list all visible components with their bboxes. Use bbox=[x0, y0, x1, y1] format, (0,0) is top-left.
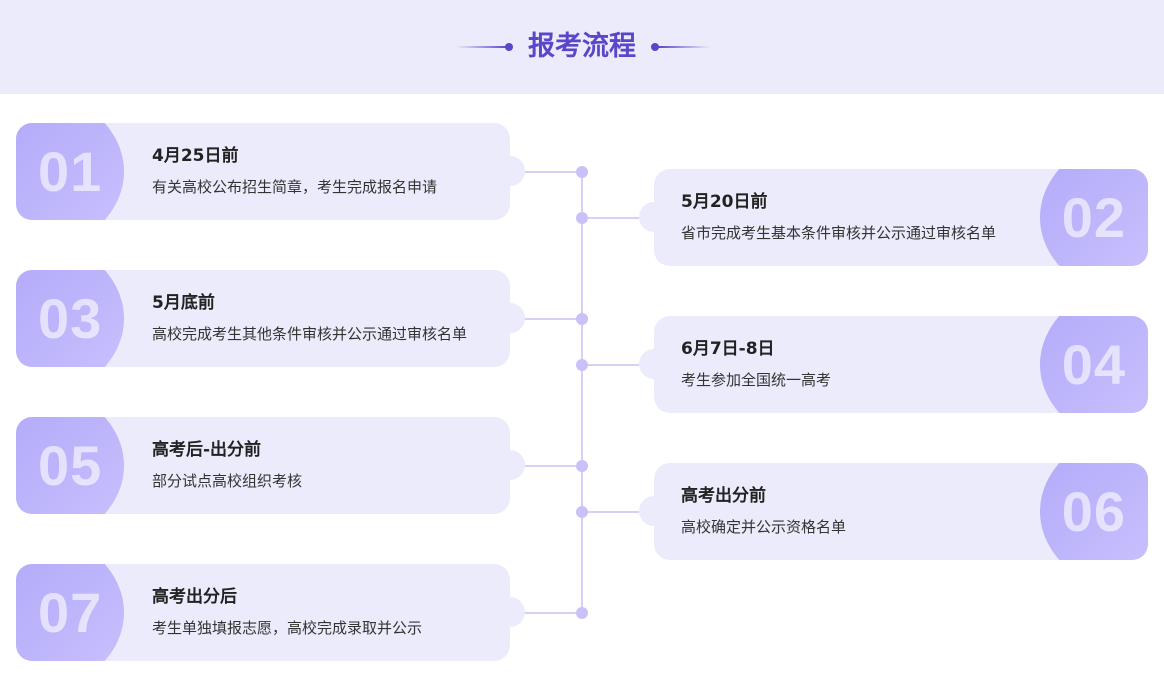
timeline-dot-01 bbox=[576, 166, 588, 178]
step-number-block: 06 bbox=[1040, 463, 1148, 560]
title-decoration-dot-left bbox=[505, 43, 513, 51]
timeline-dot-03 bbox=[576, 313, 588, 325]
title-decoration-right bbox=[658, 46, 710, 48]
step-number: 02 bbox=[1061, 186, 1126, 249]
step-description: 有关高校公布招生简章，考生完成报名申请 bbox=[152, 178, 438, 196]
connector-01 bbox=[510, 171, 582, 173]
step-card-05: 05 高考后-出分前 部分试点高校组织考核 bbox=[16, 417, 525, 514]
page-title: 报考流程 bbox=[528, 31, 636, 62]
step-description: 高校确定并公示资格名单 bbox=[681, 518, 847, 536]
step-number-block: 02 bbox=[1040, 169, 1148, 266]
card-tab bbox=[495, 303, 525, 333]
header-banner: 报考流程 bbox=[0, 0, 1164, 94]
timeline-dot-07 bbox=[576, 607, 588, 619]
timeline-axis bbox=[581, 172, 583, 613]
step-date: 高考后-出分前 bbox=[152, 440, 262, 460]
timeline-dot-05 bbox=[576, 460, 588, 472]
step-date: 高考出分前 bbox=[681, 486, 766, 506]
step-number-block: 01 bbox=[16, 123, 124, 220]
title-decoration-dot-right bbox=[651, 43, 659, 51]
step-number-block: 05 bbox=[16, 417, 124, 514]
connector-04 bbox=[582, 364, 654, 366]
step-card-02: 02 5月20日前 省市完成考生基本条件审核并公示通过审核名单 bbox=[639, 169, 1148, 266]
connector-07 bbox=[510, 612, 582, 614]
connector-06 bbox=[582, 511, 654, 513]
timeline-dot-06 bbox=[576, 506, 588, 518]
step-card-07: 07 高考出分后 考生单独填报志愿，高校完成录取并公示 bbox=[16, 564, 525, 661]
step-number: 03 bbox=[38, 287, 103, 350]
card-tab bbox=[639, 349, 669, 379]
step-date: 高考出分后 bbox=[152, 587, 237, 607]
step-description: 高校完成考生其他条件审核并公示通过审核名单 bbox=[152, 325, 468, 343]
step-number-block: 04 bbox=[1040, 316, 1148, 413]
step-description: 考生参加全国统一高考 bbox=[681, 371, 832, 389]
step-number: 01 bbox=[38, 140, 103, 203]
step-description: 考生单独填报志愿，高校完成录取并公示 bbox=[152, 619, 423, 637]
step-date: 5月底前 bbox=[152, 293, 215, 313]
step-card-04: 04 6月7日-8日 考生参加全国统一高考 bbox=[639, 316, 1148, 413]
step-number: 07 bbox=[38, 581, 103, 644]
step-date: 5月20日前 bbox=[681, 192, 768, 212]
step-description: 省市完成考生基本条件审核并公示通过审核名单 bbox=[681, 224, 997, 242]
step-number: 06 bbox=[1061, 480, 1126, 543]
step-date: 4月25日前 bbox=[152, 146, 239, 166]
card-tab bbox=[495, 597, 525, 627]
title-decoration-left bbox=[456, 46, 508, 48]
card-tab bbox=[495, 156, 525, 186]
timeline-dot-02 bbox=[576, 212, 588, 224]
timeline-dot-04 bbox=[576, 359, 588, 371]
step-number-block: 07 bbox=[16, 564, 124, 661]
step-number: 04 bbox=[1061, 333, 1126, 396]
card-tab bbox=[495, 450, 525, 480]
step-number: 05 bbox=[38, 434, 103, 497]
card-tab bbox=[639, 202, 669, 232]
step-number-block: 03 bbox=[16, 270, 124, 367]
connector-02 bbox=[582, 217, 654, 219]
connector-05 bbox=[510, 465, 582, 467]
card-tab bbox=[639, 496, 669, 526]
step-card-06: 06 高考出分前 高校确定并公示资格名单 bbox=[639, 463, 1148, 560]
step-date: 6月7日-8日 bbox=[681, 339, 775, 359]
step-card-03: 03 5月底前 高校完成考生其他条件审核并公示通过审核名单 bbox=[16, 270, 525, 367]
step-description: 部分试点高校组织考核 bbox=[152, 472, 303, 490]
step-card-01: 01 4月25日前 有关高校公布招生简章，考生完成报名申请 bbox=[16, 123, 525, 220]
connector-03 bbox=[510, 318, 582, 320]
